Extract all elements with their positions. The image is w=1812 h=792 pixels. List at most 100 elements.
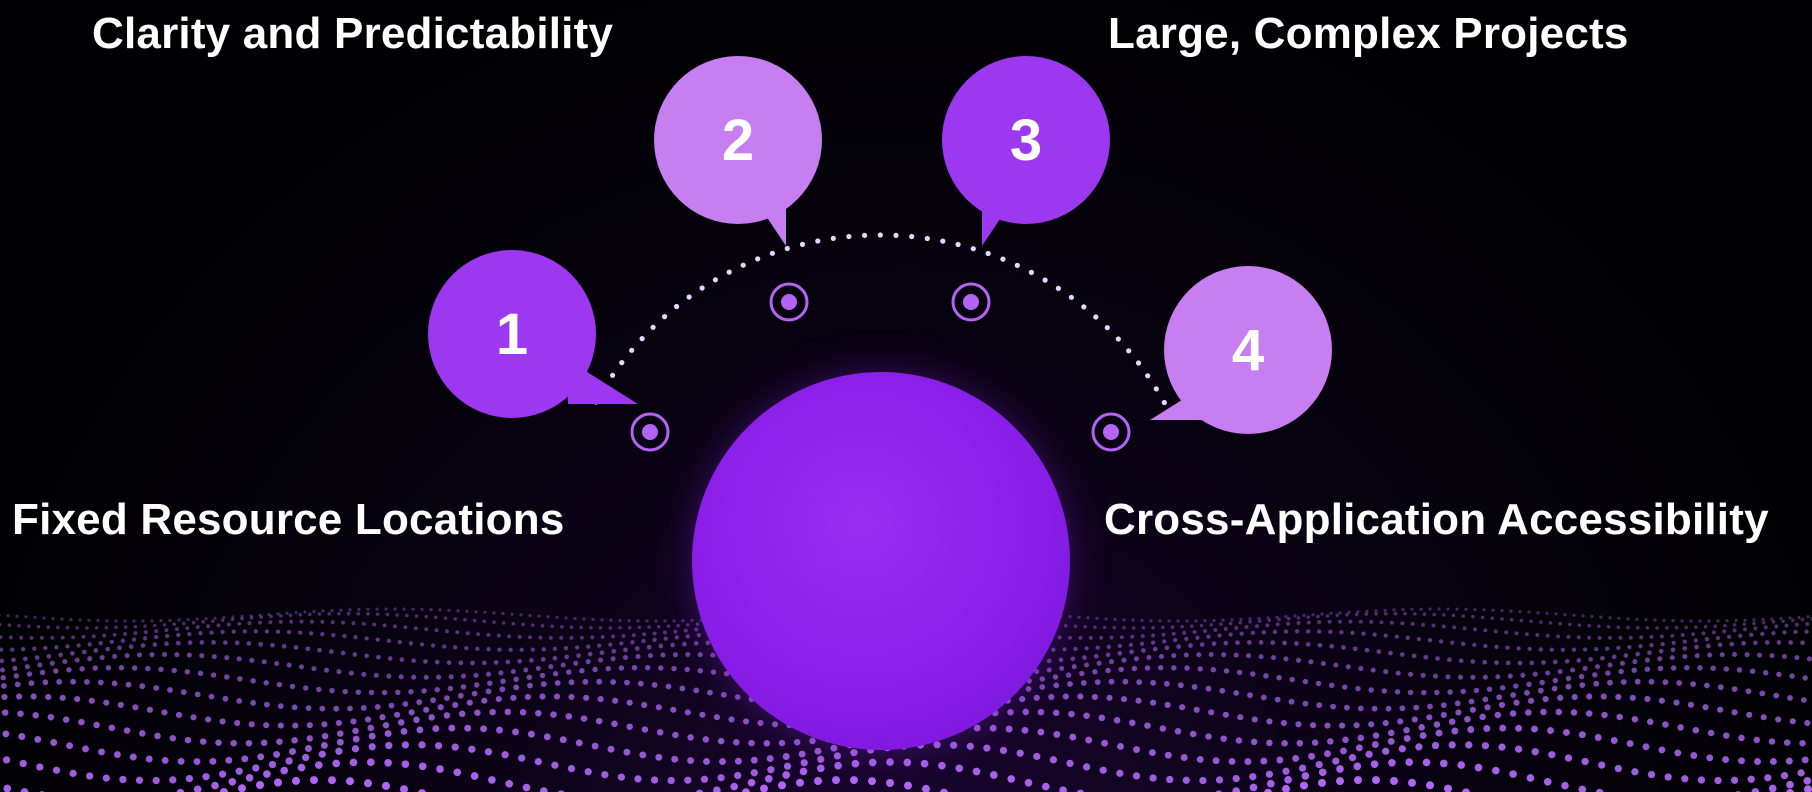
wave-dot xyxy=(1270,655,1277,661)
arc-dot xyxy=(740,262,746,268)
wave-dot xyxy=(1019,696,1026,703)
wave-dot xyxy=(539,787,548,792)
wave-dot xyxy=(1797,615,1801,620)
wave-dot xyxy=(548,664,554,670)
wave-dot xyxy=(600,618,604,622)
wave-dot xyxy=(145,665,151,672)
wave-dot xyxy=(1707,619,1711,623)
arc-dot xyxy=(1126,348,1132,354)
wave-dot xyxy=(408,641,414,646)
wave-dot xyxy=(1265,770,1274,778)
wave-dot xyxy=(1741,640,1746,646)
wave-dot xyxy=(1723,732,1730,739)
wave-dot xyxy=(211,781,219,790)
wave-dot xyxy=(1235,640,1240,645)
arc-dot xyxy=(674,303,680,310)
wave-dot xyxy=(1286,621,1291,626)
wave-dot xyxy=(141,619,145,623)
wave-dot xyxy=(416,699,423,706)
bubble-2: 2 xyxy=(654,56,822,246)
wave-dot xyxy=(1420,672,1426,678)
wave-dot xyxy=(1689,619,1693,623)
wave-dot xyxy=(149,652,155,658)
connector-node-4 xyxy=(1091,412,1131,452)
wave-dot xyxy=(1670,647,1676,653)
wave-dot xyxy=(1073,646,1078,652)
wave-dot xyxy=(397,639,402,645)
wave-dot xyxy=(1692,726,1700,734)
wave-dot xyxy=(94,626,99,630)
wave-dot xyxy=(253,629,258,634)
wave-dot xyxy=(364,779,372,788)
wave-dot xyxy=(814,777,822,785)
wave-dot xyxy=(174,652,180,658)
wave-dot xyxy=(263,770,271,778)
wave-dot xyxy=(375,612,380,616)
wave-dot xyxy=(1616,713,1623,721)
wave-dot xyxy=(475,646,480,651)
wave-dot xyxy=(1788,640,1794,645)
wave-dot xyxy=(534,757,542,766)
wave-dot xyxy=(1221,652,1227,658)
wave-dot xyxy=(142,636,148,641)
wave-dot xyxy=(176,788,185,792)
wave-dot xyxy=(12,665,18,671)
wave-dot xyxy=(136,652,143,658)
wave-dot xyxy=(74,657,80,663)
arc-dot xyxy=(955,241,961,248)
arc-dot xyxy=(755,256,761,262)
wave-dot xyxy=(652,637,657,642)
wave-dot xyxy=(1342,684,1348,690)
wave-dot xyxy=(1223,627,1228,631)
wave-dot xyxy=(583,694,590,701)
wave-dot xyxy=(1051,647,1056,652)
arc-dot xyxy=(784,245,790,252)
wave-dot xyxy=(1302,700,1309,707)
wave-dot xyxy=(413,626,418,631)
wave-dot xyxy=(8,635,13,640)
wave-dot xyxy=(33,615,37,620)
wave-dot xyxy=(655,753,663,761)
wave-dot xyxy=(1769,653,1775,659)
wave-dot xyxy=(1593,680,1600,687)
wave-dot xyxy=(1368,721,1375,728)
wave-dot xyxy=(1761,620,1766,625)
wave-dot xyxy=(329,687,335,694)
wave-dot xyxy=(1005,725,1013,733)
arc-dot xyxy=(1135,360,1142,366)
wave-dot xyxy=(43,645,48,651)
wave-dot xyxy=(597,643,602,648)
wave-dot xyxy=(626,723,633,730)
wave-dot xyxy=(78,718,85,726)
wave-dot xyxy=(0,622,2,627)
wave-dot xyxy=(224,655,230,661)
wave-dot xyxy=(1357,734,1365,742)
wave-dot xyxy=(1095,616,1099,621)
wave-dot xyxy=(1804,629,1809,634)
wave-dot xyxy=(1318,768,1327,777)
wave-dot xyxy=(285,611,289,615)
wave-dot xyxy=(211,619,215,623)
wave-dot xyxy=(1691,632,1696,637)
wave-dot xyxy=(247,621,252,626)
wave-dot xyxy=(306,722,313,729)
wave-dot xyxy=(1565,675,1572,682)
wave-dot xyxy=(1541,660,1546,665)
wave-dot xyxy=(1283,629,1289,634)
wave-dot xyxy=(559,736,567,744)
wave-dot xyxy=(1340,747,1347,755)
wave-dot xyxy=(263,722,270,729)
wave-dot xyxy=(302,753,310,762)
wave-dot xyxy=(694,627,699,632)
wave-dot xyxy=(1228,632,1233,637)
wave-dot xyxy=(150,619,154,623)
wave-dot xyxy=(279,614,283,618)
wave-dot xyxy=(1294,629,1300,634)
wave-dot xyxy=(1670,633,1675,638)
wave-dot xyxy=(1600,655,1605,661)
wave-dot xyxy=(1392,608,1396,612)
wave-dot xyxy=(1509,617,1514,622)
wave-dot xyxy=(13,673,20,679)
wave-dot xyxy=(1428,607,1432,611)
wave-dot xyxy=(411,658,417,663)
